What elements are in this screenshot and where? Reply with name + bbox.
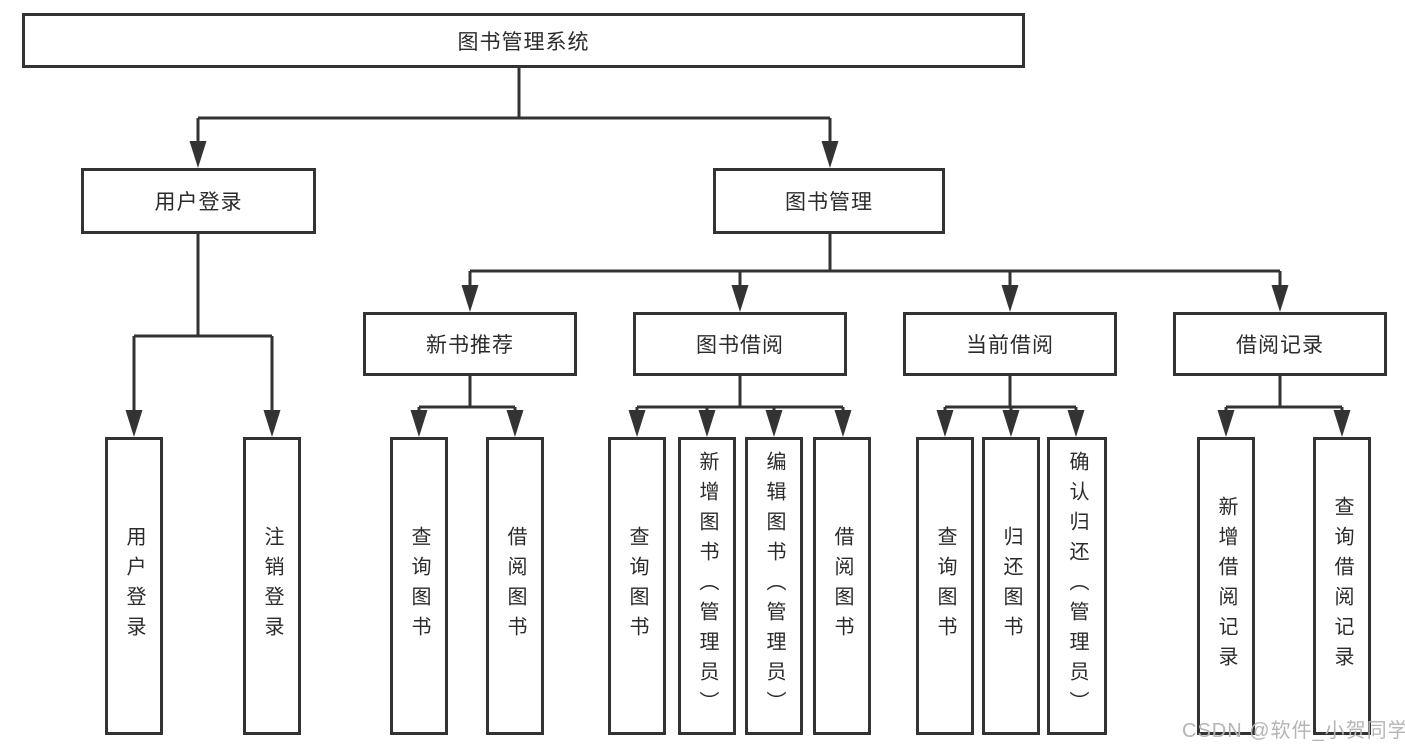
- node-user-login: 用户登录: [81, 168, 316, 234]
- node-label: 注销登录: [261, 526, 283, 646]
- leaf-edit-book-admin: 编辑图书（管理员）: [745, 437, 803, 735]
- node-label: 图书管理系统: [457, 30, 590, 54]
- leaf-return-book: 归还图书: [982, 437, 1040, 735]
- leaf-query-books-2: 查询图书: [608, 437, 666, 735]
- node-label: 查询图书: [934, 526, 956, 646]
- leaf-add-borrow-record: 新增借阅记录: [1197, 437, 1255, 735]
- node-label: 查询图书: [626, 526, 648, 646]
- leaf-query-books-3: 查询图书: [916, 437, 974, 735]
- node-book-borrowing: 图书借阅: [633, 312, 847, 376]
- leaf-query-books-1: 查询图书: [390, 437, 448, 735]
- node-label: 确认归还（管理员）: [1066, 451, 1088, 721]
- node-label: 查询借阅记录: [1331, 496, 1353, 676]
- leaf-borrow-books-1: 借阅图书: [486, 437, 544, 735]
- node-label: 用户登录: [123, 526, 145, 646]
- node-label: 新增借阅记录: [1215, 496, 1237, 676]
- leaf-borrow-books-2: 借阅图书: [813, 437, 871, 735]
- leaf-logout-login: 注销登录: [243, 437, 301, 735]
- node-label: 编辑图书（管理员）: [763, 451, 785, 721]
- leaf-query-borrow-record: 查询借阅记录: [1313, 437, 1371, 735]
- node-new-book-recommendation: 新书推荐: [363, 312, 577, 376]
- leaf-user-login: 用户登录: [105, 437, 163, 735]
- node-label: 新增图书（管理员）: [696, 451, 718, 721]
- node-label: 查询图书: [408, 526, 430, 646]
- node-label: 借阅记录: [1236, 334, 1324, 357]
- node-library-management-system: 图书管理系统: [22, 13, 1025, 68]
- node-label: 借阅图书: [504, 526, 526, 646]
- node-label: 用户登录: [154, 191, 243, 214]
- node-book-management: 图书管理: [713, 168, 945, 234]
- node-label: 图书借阅: [696, 334, 784, 357]
- node-label: 新书推荐: [426, 334, 514, 357]
- node-borrowing-records: 借阅记录: [1173, 312, 1387, 376]
- node-label: 当前借阅: [966, 334, 1054, 357]
- leaf-add-book-admin: 新增图书（管理员）: [678, 437, 736, 735]
- node-current-borrowing: 当前借阅: [903, 312, 1117, 376]
- node-label: 借阅图书: [831, 526, 853, 646]
- leaf-confirm-return-admin: 确认归还（管理员）: [1047, 437, 1107, 735]
- csdn-watermark: CSDN @软件_小贺同学: [1182, 720, 1405, 742]
- node-label: 归还图书: [1000, 526, 1022, 646]
- node-label: 图书管理: [785, 191, 873, 214]
